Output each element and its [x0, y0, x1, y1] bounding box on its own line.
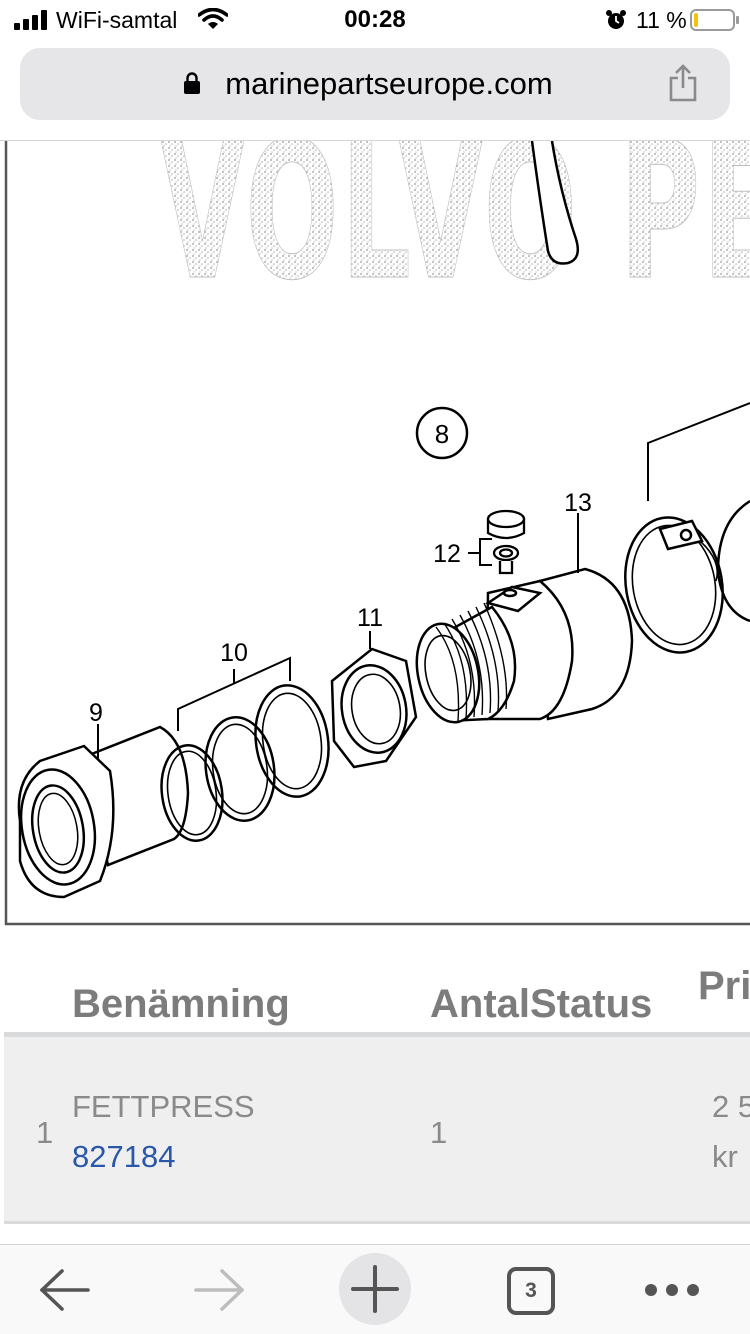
share-icon[interactable] — [668, 64, 698, 102]
address-bar-divider — [0, 140, 750, 141]
thread-lines — [435, 602, 508, 722]
callout-9: 9 — [89, 699, 103, 727]
part-11-lock-nut — [330, 647, 418, 769]
browser-toolbar: 3 — [0, 1244, 750, 1334]
new-tab-button[interactable] — [339, 1253, 411, 1325]
row-part-number-link[interactable]: 827184 — [72, 1139, 176, 1174]
row-currency: kr — [712, 1139, 738, 1174]
parts-table-header: Benämning AntalStatus Pri — [0, 960, 750, 1035]
row-part-name: FETTPRESS — [72, 1089, 255, 1124]
tabs-icon[interactable]: 3 — [507, 1267, 555, 1315]
hose-clamp — [624, 516, 724, 654]
column-header-name: Benämning — [72, 982, 290, 1026]
diagram-frame — [4, 141, 750, 926]
header-divider — [4, 1032, 750, 1037]
forward-arrow-icon[interactable] — [194, 1267, 246, 1313]
column-header-price: Pri — [698, 964, 750, 1008]
callout-8: 8 — [435, 419, 449, 449]
part-10-sealing-rings — [160, 684, 330, 842]
tab-count: 3 — [525, 1279, 537, 1302]
callout-10: 10 — [220, 639, 248, 667]
callout-13: 13 — [564, 489, 592, 517]
row-position: 1 — [36, 1115, 54, 1150]
callout-circle-8 — [415, 406, 469, 460]
row-divider — [4, 1221, 750, 1224]
address-bar[interactable]: marinepartseurope.com — [20, 48, 730, 120]
clock: 00:28 — [344, 6, 406, 33]
battery-percent: 11 % — [636, 7, 687, 33]
signal-icon — [14, 10, 47, 30]
part-12-grease-nipple — [486, 509, 526, 575]
watermark-text: VOLVO PE — [160, 141, 750, 322]
battery-icon — [690, 9, 739, 31]
carrier-label: WiFi-samtal — [56, 7, 178, 33]
diagram-drawing: VOLVO PE 8 9 10 — [4, 141, 750, 926]
part-9-union-nut — [17, 725, 190, 899]
plus-icon — [351, 1265, 399, 1313]
table-row: 1 FETTPRESS 827184 1 2 5 kr — [4, 1037, 750, 1221]
lock-icon — [184, 72, 200, 94]
row-price: 2 5 — [712, 1089, 750, 1124]
wifi-icon — [198, 8, 228, 29]
part-13-threaded-fitting — [415, 567, 634, 724]
column-header-qty-status: AntalStatus — [430, 982, 653, 1026]
exploded-parts-diagram: VOLVO PE 8 9 10 — [0, 141, 750, 928]
callout-12: 12 — [433, 540, 461, 568]
row-quantity: 1 — [430, 1115, 448, 1150]
back-arrow-icon[interactable] — [38, 1267, 90, 1313]
callout-11: 11 — [357, 604, 383, 632]
status-bar: WiFi-samtal 00:28 11 % — [0, 0, 750, 42]
alarm-icon — [606, 10, 626, 29]
url-text[interactable]: marinepartseurope.com — [225, 66, 553, 101]
more-dots-icon[interactable] — [642, 1281, 702, 1299]
